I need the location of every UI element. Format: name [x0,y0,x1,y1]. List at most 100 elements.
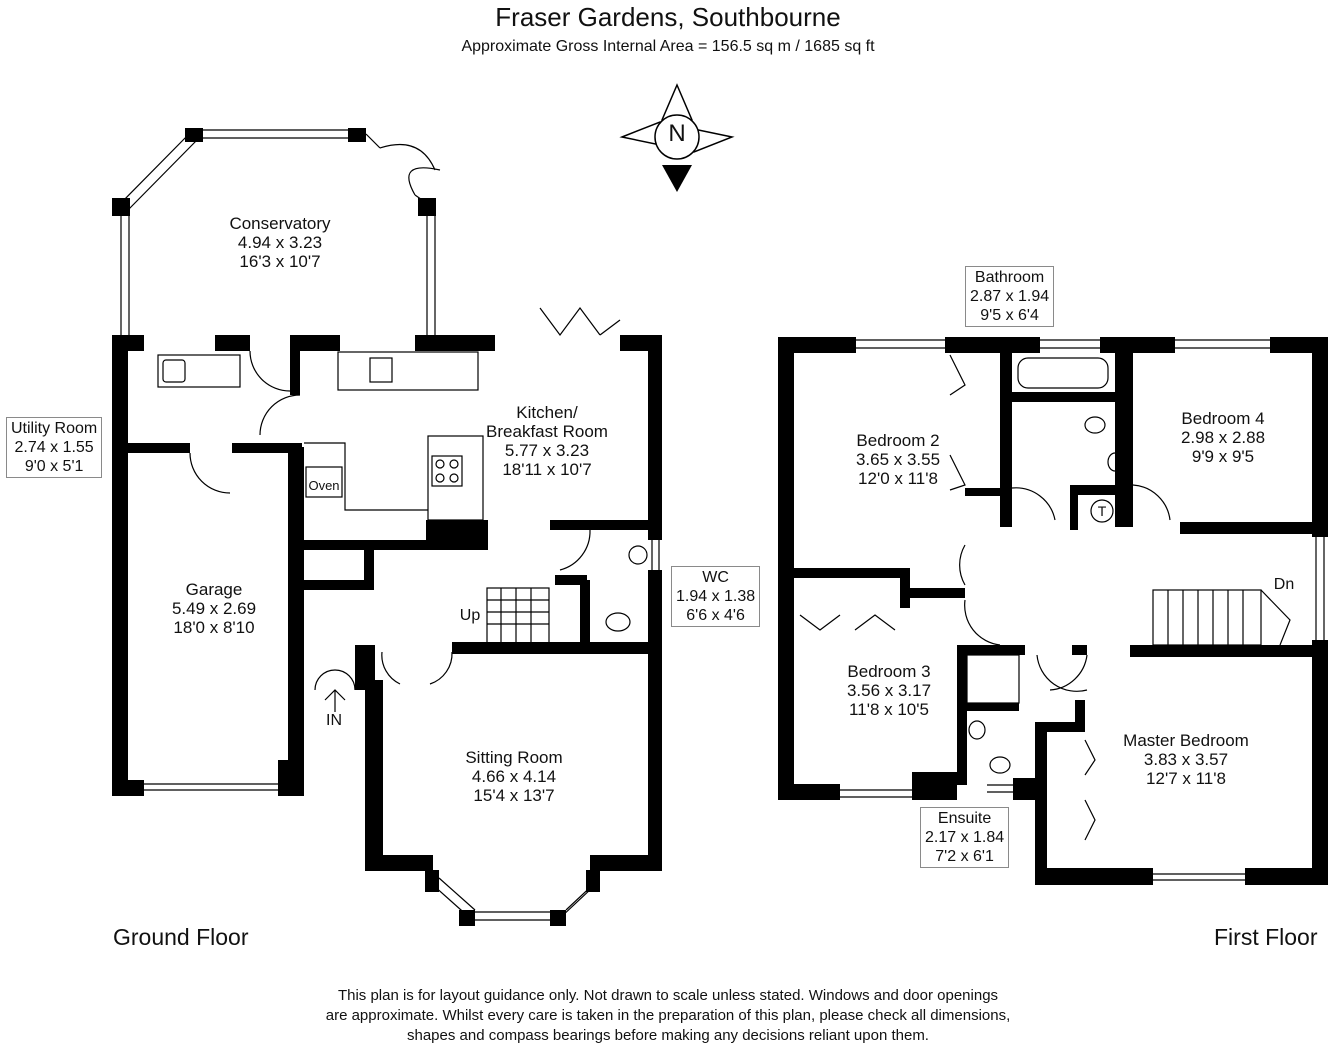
wall [232,443,302,453]
room-metric: 1.94 x 1.38 [676,588,756,605]
wall [278,760,304,796]
room-metric: 5.77 x 3.23 [504,441,590,460]
wall [365,680,383,865]
cupboard-label: T [1097,503,1107,519]
room-imperial: 12'7 x 11'8 [1146,769,1226,788]
wall [290,335,300,395]
ground-floor-label: Ground Floor [113,924,249,950]
wall [1035,722,1047,885]
wall [1115,337,1133,527]
disclaimer-line: This plan is for layout guidance only. N… [337,987,999,1004]
wall [586,870,600,892]
room-garage: Garage 5.49 x 2.69 18'0 x 8'10 [172,580,256,637]
wall [1035,722,1085,732]
wall [778,784,840,800]
compass-icon [619,83,735,192]
room-metric: 2.17 x 1.84 [925,829,1005,846]
room-bedroom-2: Bedroom 2 3.65 x 3.55 12'0 x 11'8 [856,431,940,488]
first-floor-label: First Floor [1214,924,1318,950]
wall [112,335,128,795]
room-ensuite: Ensuite 2.17 x 1.84 7'2 x 6'1 [920,807,1010,868]
room-name: Bedroom 2 [856,431,940,450]
wall [304,540,434,550]
wall [965,488,1005,496]
stairs-up-label: Up [459,607,481,624]
wall [648,335,662,540]
room-metric: 3.65 x 3.55 [855,450,941,469]
room-metric: 4.94 x 3.23 [237,233,323,252]
room-imperial: 18'11 x 10'7 [502,460,592,479]
wall [1180,522,1328,534]
room-imperial: 16'3 x 10'7 [239,252,321,271]
wall [418,198,436,216]
wall [580,580,590,645]
wall [1312,337,1328,537]
wall [1035,868,1153,885]
room-imperial: 11'8 x 10'5 [849,700,929,719]
wall [185,128,203,142]
entrance-label: IN [326,712,342,729]
room-name: Sitting Room [465,748,563,767]
wall [957,645,967,785]
wall [1013,778,1045,800]
room-bedroom-3: Bedroom 3 3.56 x 3.17 11'8 x 10'5 [847,662,931,719]
wall [1245,868,1328,885]
room-metric: 3.83 x 3.57 [1143,750,1229,769]
wall [778,337,794,800]
room-imperial: 9'0 x 5'1 [24,458,84,475]
wall [215,335,250,351]
wall [426,520,488,550]
wall [459,910,475,926]
wall [778,337,856,353]
oven-label: Oven [308,478,340,493]
room-metric: 2.74 x 1.55 [14,439,94,456]
wall [1012,392,1122,402]
room-metric: 2.98 x 2.88 [1180,428,1266,447]
room-name: Bedroom 4 [1181,409,1265,428]
wall [348,128,366,142]
wall [128,443,190,453]
room-name: Conservatory [229,214,331,233]
room-kitchen: Kitchen/ Breakfast Room 5.77 x 3.23 18'1… [486,403,608,479]
disclaimer: This plan is for layout guidance only. N… [0,986,1336,1046]
room-name: Bathroom [974,269,1045,286]
compass-north-label: N [668,120,686,147]
wall [1070,485,1128,495]
wall [590,855,662,871]
wall [555,575,587,585]
room-imperial: 12'0 x 11'8 [858,469,938,488]
wall [648,645,662,865]
wall [112,780,144,796]
wall [945,337,1040,353]
room-metric: 5.49 x 2.69 [171,599,257,618]
wall [905,588,965,598]
room-imperial: 7'2 x 6'1 [935,848,994,865]
room-imperial: 9'9 x 9'5 [1191,447,1255,466]
wall [550,520,650,530]
wall [550,910,566,926]
plan-area-subtitle: Approximate Gross Internal Area = 156.5 … [461,38,875,55]
wall [290,335,340,351]
wall [957,645,1025,655]
wall [288,447,304,795]
plan-title: Fraser Gardens, Southbourne [495,2,841,32]
wall [452,642,662,654]
room-imperial: 15'4 x 13'7 [473,786,555,805]
wall [957,703,1019,711]
room-imperial: 18'0 x 8'10 [173,618,255,637]
disclaimer-line: are approximate. Whilst every care is ta… [325,1007,1011,1024]
room-utility: Utility Room 2.74 x 1.55 9'0 x 5'1 [6,417,103,478]
wall [355,645,375,690]
wall [794,568,904,578]
wall [112,198,130,216]
room-metric: 4.66 x 4.14 [471,767,557,786]
room-name: Bedroom 3 [847,662,931,681]
room-conservatory: Conservatory 4.94 x 3.23 16'3 x 10'7 [229,214,330,271]
wall [1100,337,1175,353]
wall [364,550,374,590]
room-master-bedroom: Master Bedroom 3.83 x 3.57 12'7 x 11'8 [1123,731,1249,788]
room-name: Master Bedroom [1123,731,1249,750]
wall [365,855,433,871]
wall [648,570,662,650]
